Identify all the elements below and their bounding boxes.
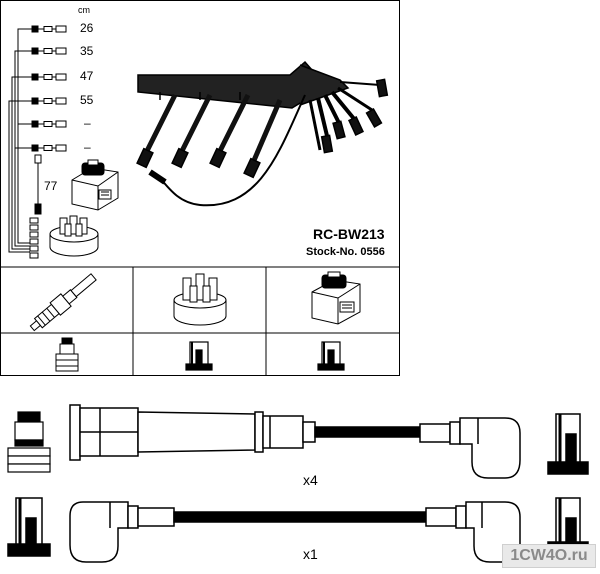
assembly-2-coil-terminal — [7, 497, 51, 557]
distributor-cap-icon — [173, 273, 227, 326]
legend-cable-6 — [31, 144, 67, 152]
length-label-1: 26 — [80, 21, 94, 35]
length-label-4: 55 — [80, 93, 94, 107]
legend-cable-3 — [31, 73, 67, 81]
cable-loom — [137, 60, 313, 109]
length-label-3: 47 — [80, 69, 94, 83]
length-unit-label: cm — [78, 5, 90, 15]
legend-coil-icon — [71, 159, 119, 211]
frames — [0, 0, 400, 376]
watermark: 1CW4O.ru — [502, 544, 596, 568]
harness-illustration — [136, 60, 389, 207]
spark-plug-icon — [29, 273, 97, 332]
product-code: RC-BW213 — [313, 226, 385, 242]
assembly-2-lead — [69, 501, 521, 563]
coil-length-label: 77 — [44, 179, 58, 193]
assembly-1-distributor-terminal — [547, 413, 589, 475]
length-label-2: 35 — [80, 44, 94, 58]
legend-coil-lead — [34, 154, 42, 215]
length-label-5: – — [84, 116, 91, 130]
legend-cable-5 — [31, 120, 67, 128]
legend-cable-1 — [31, 25, 67, 33]
spark-plug-terminal-icon — [55, 337, 79, 372]
legend-cable-4 — [31, 97, 67, 105]
top-panel-frame — [0, 0, 400, 376]
distributor-terminal-icon — [185, 341, 213, 371]
assembly-2-quantity: x1 — [303, 546, 318, 562]
length-legend — [8, 25, 67, 259]
legend-distributor-cap-icon — [49, 215, 99, 257]
ignition-coil-icon — [311, 271, 361, 325]
length-label-6: – — [84, 140, 91, 154]
assembly-1-quantity: x4 — [303, 472, 318, 488]
stock-number: Stock-No. 0556 — [306, 246, 385, 258]
coil-terminal-icon — [317, 341, 345, 371]
legend-cable-2 — [31, 47, 67, 55]
assembly-1-lead — [69, 404, 521, 479]
assembly-1-plug-terminal — [7, 411, 51, 473]
legend-end-plugs — [29, 217, 39, 259]
